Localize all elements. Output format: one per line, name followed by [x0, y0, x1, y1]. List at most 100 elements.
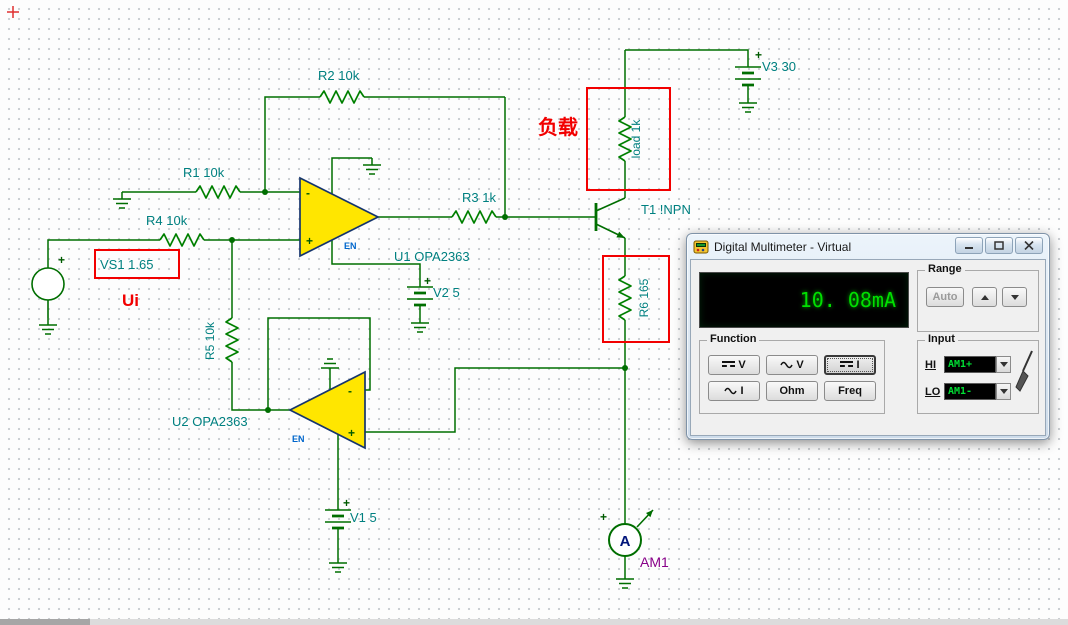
source-vs1[interactable]	[31, 267, 65, 318]
ammeter-am1[interactable]: A	[608, 509, 654, 557]
resistor-r2[interactable]	[319, 90, 365, 104]
resistor-load[interactable]	[618, 116, 632, 162]
load-highlight-box[interactable]	[586, 87, 671, 191]
load-annotation-cn[interactable]: 负载	[538, 115, 578, 139]
r6-highlight-box[interactable]	[602, 255, 670, 343]
vs1-plus-sign: +	[58, 253, 65, 267]
probe-icon	[1015, 350, 1033, 392]
ammeter-letter: A	[620, 533, 631, 550]
function-dc-current-button[interactable]: I	[824, 355, 876, 375]
ground-symbol[interactable]	[321, 358, 339, 369]
horizontal-scrollbar-thumb[interactable]	[0, 619, 90, 625]
u2-minus-sign: -	[348, 384, 352, 398]
hi-input-select[interactable]: AM1+	[944, 356, 1011, 373]
load-label[interactable]: load 1k	[629, 119, 643, 159]
r6-label[interactable]: R6 165	[637, 278, 651, 317]
ground-symbol[interactable]	[411, 316, 429, 333]
range-down-button[interactable]	[1002, 287, 1027, 307]
resistor-r5[interactable]	[225, 317, 239, 363]
r1-label[interactable]: R1 10k	[183, 165, 225, 180]
opamp-u1[interactable]: - + EN	[299, 176, 380, 258]
function-dc-voltage-button[interactable]: V	[708, 355, 760, 375]
dc-icon	[840, 360, 854, 370]
am1-plus-sign: +	[600, 510, 607, 524]
input-group-label: Input	[925, 333, 958, 345]
ground-symbol[interactable]	[113, 192, 131, 209]
battery-v2[interactable]	[407, 282, 433, 316]
t1-label[interactable]: T1 !NPN	[641, 202, 691, 217]
ui-annotation[interactable]: Ui	[122, 291, 139, 310]
u2-plus-sign: +	[348, 426, 355, 440]
transistor-t1[interactable]	[594, 197, 626, 239]
hi-dropdown-button[interactable]	[996, 356, 1011, 373]
v2-label[interactable]: V2 5	[433, 285, 460, 300]
chevron-down-icon	[999, 362, 1008, 367]
resistor-r1[interactable]	[195, 185, 241, 199]
range-auto-button[interactable]: Auto	[926, 287, 964, 307]
ground-symbol[interactable]	[363, 158, 381, 175]
range-group: Range Auto	[917, 263, 1039, 332]
vs1-label[interactable]: VS1 1.65	[100, 257, 154, 272]
function-ac-voltage-button[interactable]: V	[766, 355, 818, 375]
ground-symbol[interactable]	[616, 572, 634, 589]
junction-dots	[229, 189, 628, 413]
resistor-r6[interactable]	[618, 275, 632, 321]
u1-en-pin-label: EN	[344, 241, 357, 251]
battery-v1[interactable]	[325, 505, 351, 556]
r3-label[interactable]: R3 1k	[462, 190, 496, 205]
function-ohm-button[interactable]: Ohm	[766, 381, 818, 401]
function-group-label: Function	[707, 333, 760, 345]
maximize-icon	[994, 241, 1004, 250]
lo-input-value: AM1-	[944, 383, 996, 400]
v3-plus-sign: +	[755, 48, 762, 62]
ac-icon	[724, 387, 738, 395]
r2-label[interactable]: R2 10k	[318, 68, 360, 83]
r5-label[interactable]: R5 10k	[203, 321, 217, 360]
ground-symbol[interactable]	[329, 556, 347, 573]
input-group: Input HI AM1+ LO AM1-	[917, 333, 1039, 414]
lo-dropdown-button[interactable]	[996, 383, 1011, 400]
u2-label[interactable]: U2 OPA2363	[172, 414, 248, 429]
minimize-button[interactable]	[955, 237, 983, 254]
window-title: Digital Multimeter - Virtual	[714, 239, 852, 254]
ground-symbol[interactable]	[39, 318, 57, 335]
v3-label[interactable]: V3 30	[762, 59, 796, 74]
function-button-label: I	[856, 359, 860, 371]
horizontal-scrollbar[interactable]	[0, 619, 1068, 625]
resistor-r3[interactable]	[451, 210, 497, 224]
ground-symbol[interactable]	[739, 96, 757, 113]
function-freq-button[interactable]: Freq	[824, 381, 876, 401]
range-group-label: Range	[925, 263, 965, 275]
hi-label: HI	[925, 359, 936, 371]
vs1-highlight-box[interactable]	[94, 249, 180, 279]
resistor-r4[interactable]	[159, 233, 205, 247]
u1-label[interactable]: U1 OPA2363	[394, 249, 470, 264]
arrow-up-icon	[980, 294, 989, 300]
function-button-label: I	[740, 385, 744, 397]
multimeter-display: 10. 08mA	[699, 272, 909, 328]
opamp-u2[interactable]: - + EN	[288, 370, 366, 450]
ac-icon	[780, 361, 793, 369]
am1-label[interactable]: AM1	[640, 554, 669, 570]
function-ac-current-button[interactable]: I	[708, 381, 760, 401]
lo-input-select[interactable]: AM1-	[944, 383, 1011, 400]
multimeter-window[interactable]: Digital Multimeter - Virtual 10. 08mA Ra…	[686, 233, 1050, 440]
dc-icon	[722, 360, 736, 370]
multimeter-titlebar[interactable]: Digital Multimeter - Virtual	[687, 234, 1049, 259]
r4-label[interactable]: R4 10k	[146, 213, 188, 228]
close-icon	[1024, 241, 1034, 250]
wire-net[interactable]	[47, 49, 749, 572]
battery-v3[interactable]	[735, 62, 761, 96]
u1-plus-sign: +	[306, 234, 313, 248]
maximize-button[interactable]	[985, 237, 1013, 254]
arrow-down-icon	[1010, 294, 1019, 300]
v1-plus-sign: +	[343, 496, 350, 510]
close-button[interactable]	[1015, 237, 1043, 254]
function-button-label: Freq	[838, 385, 862, 397]
minimize-icon	[965, 247, 973, 249]
v1-label[interactable]: V1 5	[350, 510, 377, 525]
function-button-label: V	[796, 359, 804, 371]
range-up-button[interactable]	[972, 287, 997, 307]
